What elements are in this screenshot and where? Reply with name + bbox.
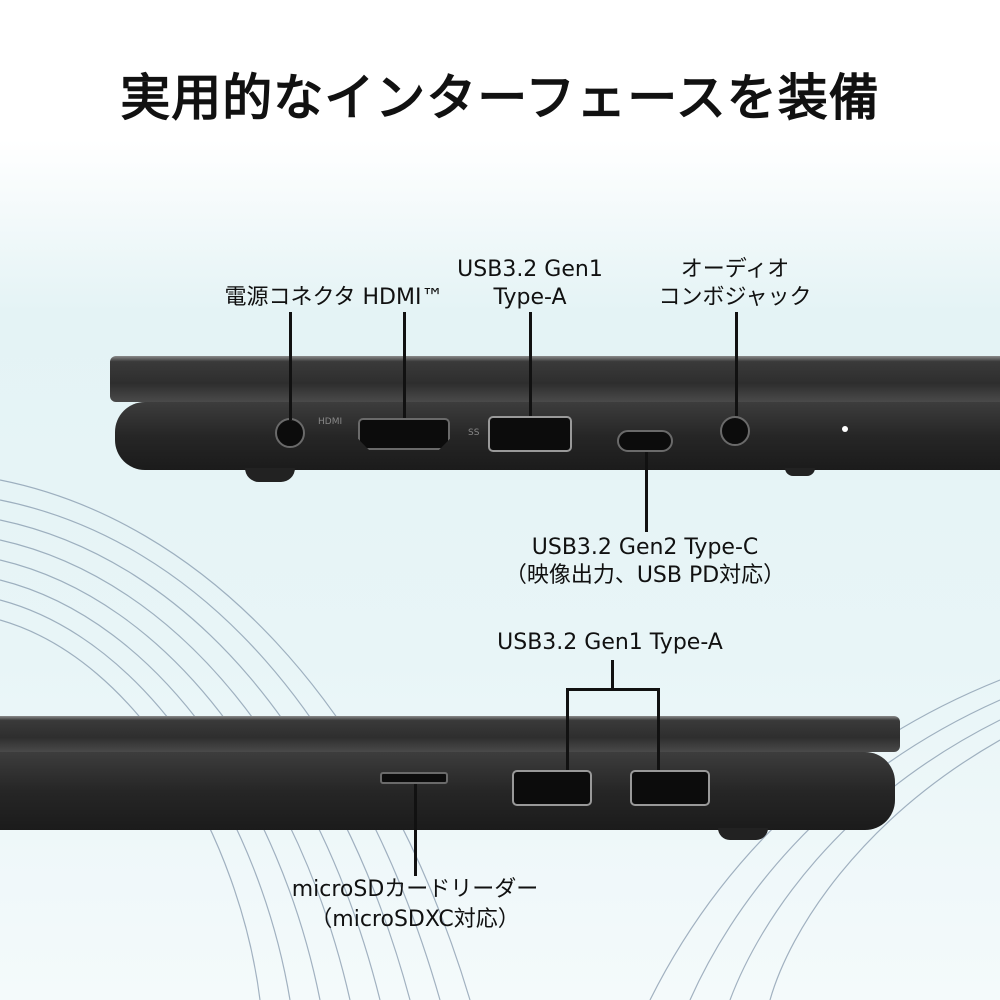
label-audio-1: オーディオ [680,257,790,282]
microsd-slot [380,772,448,784]
laptop-base-bottom [0,752,895,830]
label-sd-2: （microSDXC対応） [310,907,520,932]
usb-a-port [488,416,572,452]
callout-line-usb-c [645,452,648,532]
label-sd-1: microSDカードリーダー [291,877,539,902]
callout-line-usb-a [529,312,532,416]
callout-line-hdmi [403,312,406,418]
usb-a-port-2 [630,770,710,806]
power-port [275,418,305,448]
status-led [842,426,848,432]
audio-jack [720,416,750,446]
usb-a-port-1 [512,770,592,806]
usb-marking: SS [468,428,480,438]
laptop-foot [718,828,768,840]
laptop-lid-top [110,356,1000,402]
label-power: 電源コネクタ [224,285,356,310]
callout-line-power [289,312,292,420]
laptop-foot [245,468,295,482]
callout-line-sd [414,784,417,876]
decorative-curves [0,479,1000,1000]
laptop-foot [785,468,815,476]
laptop-lid-bottom [0,716,900,752]
label-usb-a-bottom: USB3.2 Gen1 Type-A [497,630,723,655]
callout-line-usb-a-stem [611,660,614,690]
page-title: 実用的なインターフェースを装備 [120,69,880,127]
callout-line-usb-a-2 [657,688,660,770]
background [0,140,1000,1000]
label-usb-a-1: USB3.2 Gen1 [457,257,603,282]
callout-line-audio [735,312,738,416]
hdmi-port [358,418,450,450]
usb-c-port [617,430,673,452]
label-usb-a-2: Type-A [493,285,567,310]
callout-bracket [566,688,660,691]
label-usb-c-1: USB3.2 Gen2 Type-C [531,535,759,560]
label-hdmi: HDMI™ [362,285,444,310]
hdmi-marking: HDMI [318,417,343,427]
callout-line-usb-a-1 [566,688,569,770]
label-usb-c-2: （映像出力、USB PD対応） [504,563,786,588]
label-audio-2: コンボジャック [658,285,812,310]
